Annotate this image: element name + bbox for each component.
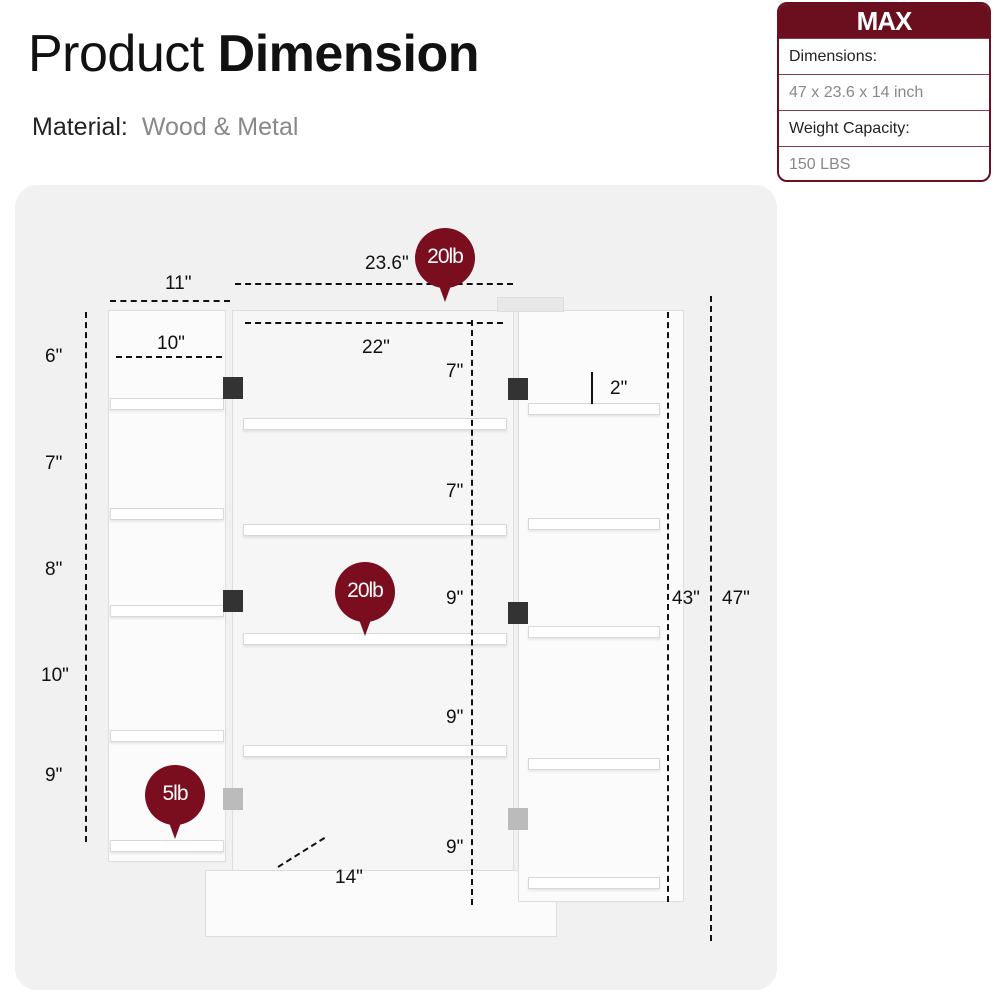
center-gap-label: 7" [446, 481, 464, 502]
door-depth-line [110, 300, 230, 302]
hinge-icon [508, 378, 528, 400]
rail-line [591, 372, 593, 404]
center-gap-label: 9" [446, 707, 464, 728]
right-door [518, 310, 684, 902]
shelf [243, 633, 507, 645]
inner-height-label: 43" [672, 588, 700, 609]
hinge-icon [223, 788, 243, 810]
left-gap-label: 9" [45, 765, 63, 786]
door-shelf-width-label: 10" [157, 333, 185, 354]
material-line: Material:Wood & Metal [32, 113, 299, 141]
door-shelf [528, 626, 660, 638]
inner-width-line [245, 322, 503, 324]
left-gap-label: 8" [45, 559, 63, 580]
left-gap-label: 6" [45, 346, 63, 367]
overall-width-label: 23.6" [365, 253, 409, 274]
shelf [243, 745, 507, 757]
dimensions-value: 47 x 23.6 x 14 inch [779, 74, 989, 110]
door-shelf [110, 730, 224, 742]
left-gap-label: 7" [45, 453, 63, 474]
hinge-icon [223, 590, 243, 612]
door-shelf [528, 877, 660, 889]
overall-height-line [710, 296, 712, 941]
door-shelf-weight-badge: 5lb [145, 765, 205, 839]
door-shelf [110, 840, 224, 852]
cabinet-base [205, 870, 557, 937]
left-height-line [85, 312, 87, 842]
dimensions-label: Dimensions: [779, 38, 989, 74]
max-header: MAX [779, 4, 989, 38]
inner-width-label: 22" [362, 337, 390, 358]
shelf [243, 524, 507, 536]
center-gap-label: 7" [446, 361, 464, 382]
depth-label: 14" [335, 867, 363, 888]
center-height-line [471, 320, 473, 905]
page-title: Product Dimension [28, 25, 480, 83]
hinge-icon [508, 808, 528, 830]
hinge-icon [223, 377, 243, 399]
weight-value: 150 LBS [779, 146, 989, 180]
door-shelf [110, 605, 224, 617]
door-shelf [528, 518, 660, 530]
max-spec-table: MAX Dimensions: 47 x 23.6 x 14 inch Weig… [777, 2, 991, 182]
door-depth-label: 11" [165, 273, 192, 294]
hinge-icon [508, 602, 528, 624]
shelf [243, 418, 507, 430]
inner-height-line [667, 312, 669, 902]
left-gap-label: 10" [41, 665, 69, 686]
shelf-weight-badge: 20lb [335, 562, 395, 636]
top-cap [497, 297, 564, 312]
top-weight-badge: 20lb [415, 228, 475, 302]
door-shelf [110, 398, 224, 410]
overall-height-label: 47" [722, 588, 750, 609]
door-shelf [528, 403, 660, 415]
center-gap-label: 9" [446, 837, 464, 858]
door-shelf-width-line [116, 356, 222, 358]
door-shelf [110, 508, 224, 520]
rail-label: 2" [610, 378, 628, 399]
center-gap-label: 9" [446, 588, 464, 609]
door-shelf [528, 758, 660, 770]
weight-label: Weight Capacity: [779, 110, 989, 146]
width-line [235, 283, 513, 285]
